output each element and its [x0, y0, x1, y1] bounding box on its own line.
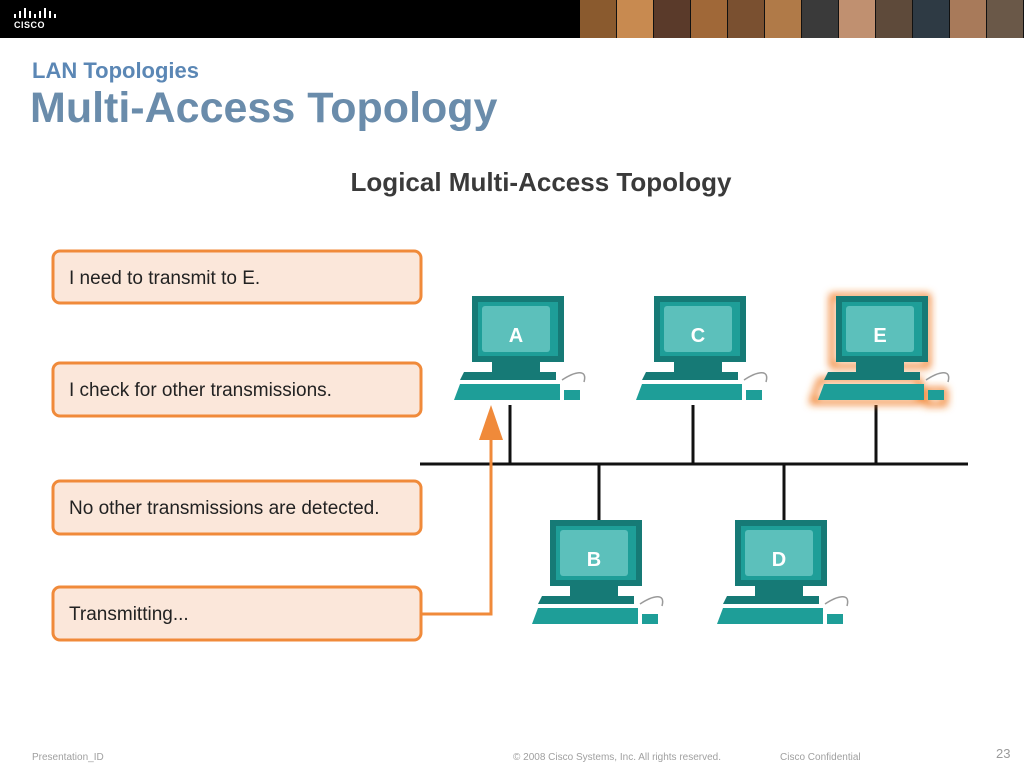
monitor-stand [755, 586, 803, 596]
mouse-icon [928, 390, 944, 400]
step-box-frame [51, 479, 423, 536]
step-text: Transmitting... [69, 604, 189, 625]
pc-base-top [723, 596, 819, 604]
keyboard [818, 384, 924, 400]
monitor-stand [570, 586, 618, 596]
header-photo [765, 0, 802, 38]
header-photo [802, 0, 839, 38]
computer-label: C [691, 325, 705, 347]
network-bus [420, 405, 968, 520]
computer-d: D [717, 520, 849, 624]
keyboard [532, 608, 638, 624]
header-photo [691, 0, 728, 38]
footer-presentation-id: Presentation_ID [32, 752, 104, 763]
header-bar: CISCO [0, 0, 1024, 38]
computer-label: B [587, 549, 601, 571]
monitor-screen [482, 306, 550, 352]
step-box: No other transmissions are detected. [51, 479, 423, 536]
monitor-stand [492, 362, 540, 372]
footer-copyright: © 2008 Cisco Systems, Inc. All rights re… [513, 752, 722, 763]
mouse-cable [743, 372, 768, 383]
mouse-icon [564, 390, 580, 400]
mouse-icon [642, 614, 658, 624]
footer-confidential: Cisco Confidential [780, 752, 861, 763]
slide-subtitle: LAN Topologies [32, 58, 200, 83]
cisco-logo-icon [14, 8, 56, 18]
photo-strip [580, 0, 1024, 38]
step-box-frame [51, 361, 423, 418]
monitor-screen [846, 306, 914, 352]
slide-title: Multi-Access Topology [30, 84, 498, 132]
step-text: I need to transmit to E. [69, 268, 260, 289]
pc-base-top [824, 372, 920, 380]
pc-base-top [460, 372, 556, 380]
computer-a: A [454, 296, 586, 400]
keyboard [636, 384, 742, 400]
transmit-arrow [421, 405, 503, 616]
monitor-stand [674, 362, 722, 372]
mouse-cable [639, 596, 664, 607]
arrow-line [421, 428, 493, 616]
computer-b: B [532, 520, 664, 624]
header-photo [617, 0, 654, 38]
computer-label: D [772, 549, 786, 571]
step-text: I check for other transmissions. [69, 380, 332, 401]
header-photo [728, 0, 765, 38]
computer-e: E [818, 296, 950, 400]
monitor-stand [856, 362, 904, 372]
mouse-icon [746, 390, 762, 400]
monitor-screen [560, 530, 628, 576]
pc-base-top [642, 372, 738, 380]
mouse-cable [824, 596, 849, 607]
page-number: 23 [996, 746, 1011, 761]
header-photo [654, 0, 691, 38]
computers: A C E B D [454, 296, 950, 624]
step-box: I check for other transmissions. [51, 361, 423, 418]
header-photo [987, 0, 1024, 38]
pc-base-top [538, 596, 634, 604]
header-photo [950, 0, 987, 38]
monitor-screen [745, 530, 813, 576]
keyboard [717, 608, 823, 624]
header-photo [580, 0, 617, 38]
step-box: I need to transmit to E. [51, 249, 423, 305]
mouse-icon [827, 614, 843, 624]
computer-label: E [873, 325, 886, 347]
monitor-screen [664, 306, 732, 352]
header-photo [876, 0, 913, 38]
arrow-head-icon [479, 405, 503, 440]
computer-label: A [509, 325, 523, 347]
keyboard [454, 384, 560, 400]
mouse-cable [925, 372, 950, 383]
diagram-title: Logical Multi-Access Topology [351, 167, 732, 197]
step-box-frame [51, 249, 423, 305]
header-photo [913, 0, 950, 38]
header-photo [839, 0, 876, 38]
computer-c: C [636, 296, 768, 400]
mouse-cable [561, 372, 586, 383]
step-box: Transmitting... [51, 585, 423, 642]
step-text: No other transmissions are detected. [69, 498, 380, 519]
logo-text: CISCO [14, 20, 46, 30]
